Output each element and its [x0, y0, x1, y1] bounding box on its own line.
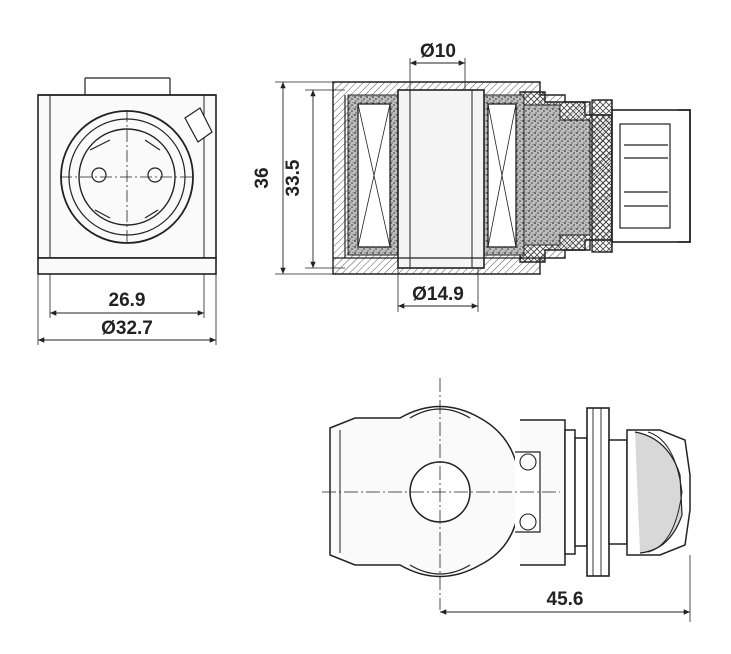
dim-outer-height: 36: [252, 167, 273, 188]
dim-front-diameter: Ø32.7: [101, 318, 153, 339]
top-view: [322, 378, 691, 622]
dim-overall-length: 45.6: [547, 589, 584, 610]
front-view: [37, 77, 217, 345]
dim-inner-height: 33.5: [283, 159, 304, 196]
dim-front-width: 26.9: [109, 290, 146, 311]
dim-tube-diameter: Ø14.9: [412, 284, 464, 305]
section-view: [275, 58, 691, 312]
dim-bore-diameter: Ø10: [420, 41, 456, 62]
